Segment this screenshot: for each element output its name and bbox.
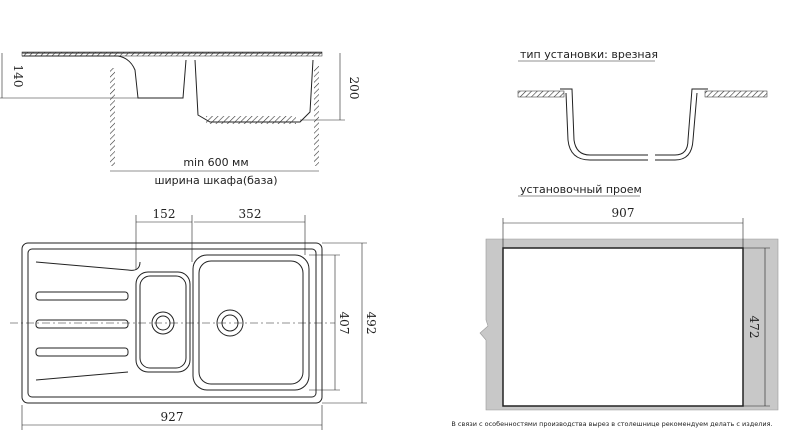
dim-352: 352: [239, 207, 262, 221]
large-bowl: [192, 254, 310, 391]
cabinet-width-label: ширина шкафа(база): [154, 174, 277, 187]
min-width-label: min 600 мм: [183, 156, 248, 169]
small-bowl: [135, 271, 191, 373]
cutout-opening: [502, 247, 744, 407]
dim-152: 152: [153, 207, 176, 221]
dim-407: 407: [337, 312, 351, 335]
install-type-label: тип установки: врезная: [520, 48, 658, 61]
cutout-title: установочный проем: [520, 183, 642, 196]
cabinet-wall-left: [110, 68, 115, 166]
dim-200: 200: [347, 77, 361, 100]
side-view: 140 200 min 600 мм ширина шкафа(база): [0, 51, 361, 187]
cutout-note: В связи с особенностями производства выр…: [451, 420, 772, 428]
install-view: тип установки: врезная: [517, 48, 768, 161]
dim-907: 907: [612, 206, 635, 220]
dim-140: 140: [11, 65, 25, 88]
dim-492: 492: [364, 312, 378, 335]
top-view: 152 352 407 492 927: [10, 207, 378, 430]
dim-927: 927: [161, 410, 184, 424]
cabinet-wall-right: [314, 66, 319, 166]
cutout-view: установочный проем 907 472 В связи с осо…: [451, 183, 779, 428]
dim-472: 472: [747, 316, 761, 339]
